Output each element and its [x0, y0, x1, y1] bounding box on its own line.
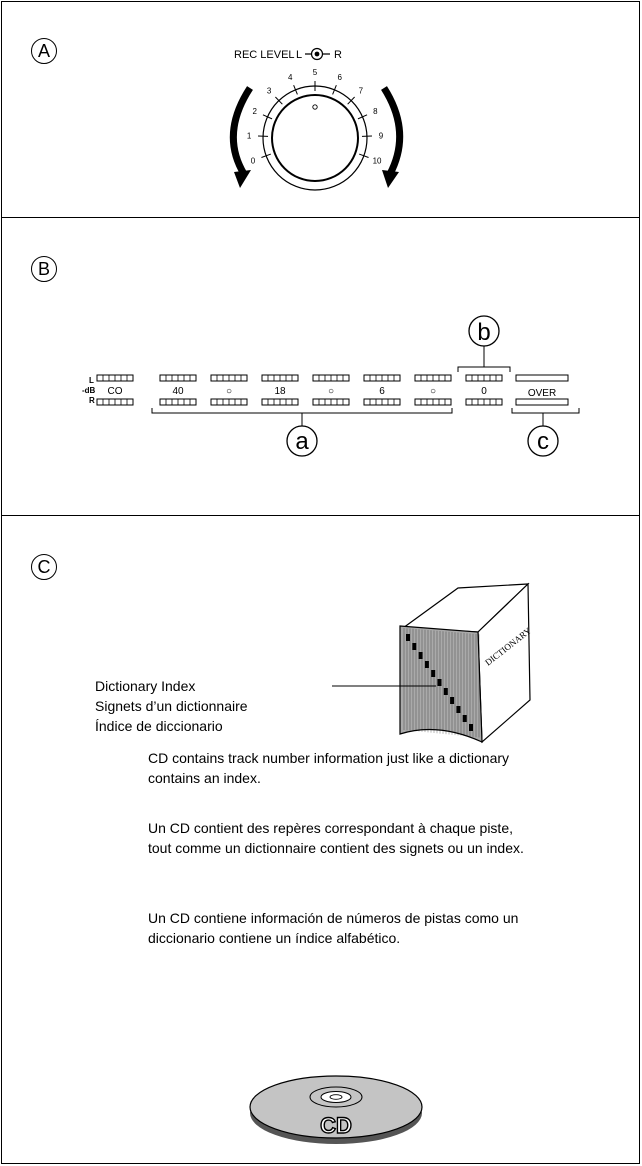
index-tab-mark — [437, 679, 442, 686]
left-arrow-head-icon — [234, 170, 251, 188]
dial-pointer-mark — [312, 104, 318, 110]
left-arrow-icon — [229, 86, 253, 176]
panel-c: C DICTIONARY CD Dictionary Index — [2, 516, 639, 1165]
balance-knob-icon — [305, 47, 330, 61]
meter-db-label: -dB — [82, 386, 96, 395]
dial-tick — [357, 114, 368, 120]
rec-level-dial: 0 1 2 3 4 5 6 7 8 9 10 — [247, 68, 384, 191]
callout-c-label: c — [537, 428, 549, 455]
left-channel-label: L — [296, 49, 302, 61]
level-meter-diagram: L -dB R CO 40 ○ 18 ○ 6 ○ 0 OVER a b c — [82, 315, 580, 457]
meter-scale-label: 18 — [274, 386, 286, 397]
index-tab-mark — [450, 697, 455, 704]
dial-tick-label: 2 — [252, 107, 257, 116]
index-tab-mark — [412, 643, 417, 650]
legend-line-french: Signets d’un dictionnaire — [95, 698, 248, 714]
meter-column: CO — [96, 374, 134, 406]
dictionary-legend: Dictionary Index Signets d’un dictionnai… — [95, 676, 248, 736]
meter-channel-r-label: R — [89, 396, 95, 405]
dial-tick — [261, 153, 272, 158]
dial-tick-label: 9 — [379, 132, 384, 141]
callout-c-bracket — [511, 408, 580, 426]
rec-level-label: REC LEVEL — [234, 49, 295, 61]
meter-channel-l-label: L — [89, 376, 94, 385]
legend-line-english: Dictionary Index — [95, 678, 196, 694]
legend-line-spanish: Índice de diccionario — [95, 718, 223, 734]
dial-tick-label: 0 — [251, 157, 256, 166]
dictionary-cd-illustration: DICTIONARY CD — [249, 582, 533, 1144]
paragraph-french: Un CD contient des repères correspondant… — [148, 820, 524, 856]
index-tab-mark — [443, 688, 448, 695]
meter-column: 18 — [261, 374, 299, 406]
dial-tick-label: 7 — [359, 87, 364, 96]
index-tab-mark — [462, 715, 467, 722]
index-tab-mark — [431, 670, 436, 677]
meter-column: 6 — [363, 374, 401, 406]
meter-scale-label: 0 — [481, 386, 487, 397]
dial-tick — [358, 153, 369, 158]
dial-tick-label: 1 — [247, 132, 252, 141]
callout-a-label: a — [295, 428, 309, 455]
paragraph-spanish: Un CD contiene información de números de… — [148, 910, 519, 946]
meter-column: ○ — [210, 374, 248, 406]
index-tab-mark — [424, 661, 429, 668]
cd-label: CD — [320, 1113, 352, 1138]
cd-disc-icon: CD — [249, 1075, 423, 1144]
dial-tick-label: 3 — [267, 87, 272, 96]
meter-column: ○ — [312, 374, 350, 406]
callout-b-circle — [468, 315, 500, 347]
panel-c-letter: C — [31, 554, 57, 580]
meter-scale-label: ○ — [226, 386, 232, 397]
dial-tick — [347, 96, 355, 105]
paragraph-english: CD contains track number information jus… — [148, 750, 510, 786]
callout-a-bracket — [151, 408, 453, 426]
callout-a-circle — [286, 425, 318, 457]
dial-tick — [332, 84, 337, 95]
rec-level-dial-diagram: REC LEVEL L R 0 1 2 3 4 5 6 7 8 9 10 — [229, 47, 404, 191]
panel-b: B L -dB R CO 40 ○ 18 ○ 6 ○ 0 OVER a b c — [2, 218, 639, 516]
dial-knob — [271, 94, 359, 182]
right-channel-label: R — [334, 49, 342, 61]
dictionary-book-icon: DICTIONARY — [399, 582, 533, 744]
panel-a: A REC LEVEL L R 0 1 2 3 4 5 6 7 8 9 10 — [2, 2, 639, 218]
index-tab-mark — [456, 706, 461, 713]
callout-b-bracket — [457, 346, 511, 372]
dial-tick-label: 5 — [313, 68, 318, 77]
meter-column: 0 — [465, 374, 503, 406]
meter-scale-label: ○ — [430, 386, 436, 397]
dial-tick-label: 4 — [288, 73, 293, 82]
dial-tick — [275, 96, 283, 105]
panel-b-letter: B — [31, 256, 57, 282]
index-tab-mark — [418, 652, 423, 659]
meter-column: 40 — [159, 374, 197, 406]
dial-tick-label: 6 — [337, 73, 342, 82]
meter-scale-label: 40 — [172, 386, 184, 397]
index-tab-mark — [469, 724, 473, 731]
callout-b-label: b — [477, 319, 490, 346]
over-indicator: OVER — [515, 374, 569, 406]
meter-scale-label: CO — [108, 386, 123, 397]
dial-tick — [262, 114, 273, 120]
panel-a-letter: A — [31, 38, 57, 64]
callout-c-circle — [527, 425, 559, 457]
dial-tick-label: 8 — [373, 107, 378, 116]
meter-column: ○ — [414, 374, 452, 406]
right-arrow-head-icon — [382, 170, 399, 188]
index-tab-mark — [406, 634, 410, 641]
over-label: OVER — [528, 388, 556, 399]
meter-scale-label: 6 — [379, 386, 385, 397]
dial-tick — [293, 84, 298, 95]
dial-tick-label: 10 — [373, 157, 382, 166]
right-arrow-icon — [381, 86, 404, 176]
meter-scale-label: ○ — [328, 386, 334, 397]
